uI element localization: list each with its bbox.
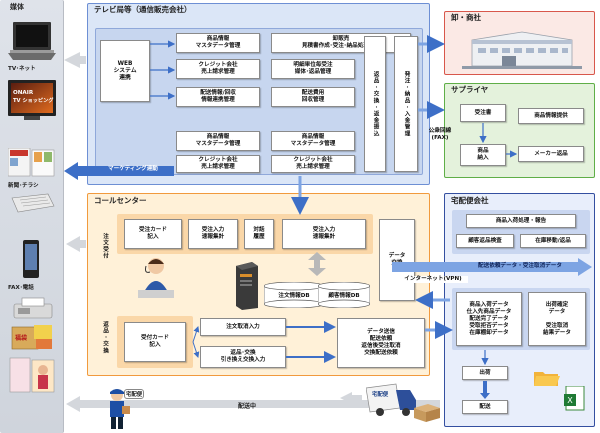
deliver-box: 配送 bbox=[462, 400, 508, 414]
data-list-box: 商品入荷データ 仕入先商品データ 配送完了データ 受取拒否データ 在庫棚卸データ bbox=[456, 292, 522, 346]
tv-credit-box-1: クレジット会社 売上請求管理 bbox=[176, 59, 260, 79]
supplier-receive-box: 受注書 bbox=[460, 104, 506, 122]
tv-station-title: テレビ局等（通信販売会社） bbox=[94, 5, 192, 14]
mobile-phone-icon bbox=[8, 238, 56, 280]
ship-box: 出荷 bbox=[462, 366, 508, 380]
supplier-panel bbox=[444, 83, 595, 178]
svg-text:X: X bbox=[567, 396, 573, 405]
request-arrow bbox=[392, 258, 592, 276]
in-transit-label: 配送中 bbox=[238, 403, 257, 410]
fax-icon bbox=[8, 296, 56, 320]
supplier-title: サプライヤ bbox=[451, 85, 489, 94]
ship-data-box: 出荷確定 データ 受注取消 結果データ bbox=[528, 292, 586, 346]
laptop-icon bbox=[8, 20, 56, 64]
truck-label: 宅配便 bbox=[372, 392, 389, 398]
tv-order-box: 発注･納品･入金管理 bbox=[394, 36, 418, 172]
tv-product-master-box: 商品情報 マスタデータ管理 bbox=[176, 33, 260, 53]
news-stack-icon bbox=[8, 192, 56, 214]
lucky-bag-icon bbox=[8, 323, 56, 351]
inspect-box: 顧客返品検査 bbox=[456, 234, 514, 248]
newspaper-icon bbox=[7, 147, 56, 178]
media-tv-net-label: TV･ネット bbox=[8, 66, 36, 72]
folder-icon bbox=[534, 368, 560, 388]
history-box: 対話 履歴 bbox=[244, 219, 274, 249]
order-card-box: 受注カード 記入 bbox=[124, 219, 182, 249]
web-system-box: WEB システム 連携 bbox=[100, 40, 150, 102]
tv-credit-box-2: クレジット会社 売上請求管理 bbox=[176, 155, 260, 173]
tv-shipping-cost-box: 配送費用 回収管理 bbox=[271, 87, 355, 107]
ship-down-arrow bbox=[480, 381, 490, 399]
building-icon bbox=[462, 26, 582, 72]
receive-proc-box: 商品入荷処理・報告 bbox=[466, 214, 576, 228]
sync-arrow-icon bbox=[308, 252, 326, 276]
tv-icon bbox=[8, 80, 56, 122]
public-line-label: 公衆回線 (FAX) bbox=[428, 128, 452, 141]
tv-product-master-box-2: 商品情報 マスタデータ管理 bbox=[176, 131, 260, 151]
supplier-product-info-box: 商品情報提供 bbox=[518, 108, 584, 124]
vpn-label: インターネット(VPN) bbox=[398, 276, 468, 283]
spreadsheet-icon: X bbox=[564, 385, 586, 412]
parcel-icon bbox=[414, 402, 440, 422]
media-title: 媒体 bbox=[10, 3, 24, 11]
customer-db-icon bbox=[317, 281, 371, 309]
lucky-bag-label: 福袋 bbox=[15, 335, 28, 342]
stock-move-box: 在庫移動/返品 bbox=[520, 234, 586, 248]
request-label: 配送依頼データ・受注取消データ bbox=[478, 263, 562, 269]
cancel-input-box: 注文取消入力 bbox=[200, 318, 286, 336]
order-input-box-2: 受注入力 速報集計 bbox=[282, 219, 366, 249]
onair-label-2: TV ショッピング bbox=[13, 98, 54, 104]
truck-icon bbox=[365, 382, 418, 418]
return-input-box: 返品･交換 引き換え交換入力 bbox=[200, 346, 286, 368]
receipt-card-box: 受付カード 記入 bbox=[124, 322, 186, 362]
order-receive-label: 注文受付 bbox=[102, 232, 108, 260]
wholesale-title: 卸・商社 bbox=[451, 13, 481, 22]
onair-label-1: ONAIR bbox=[13, 90, 34, 96]
supplier-delivery-box: 商品 納入 bbox=[460, 144, 506, 166]
operator-icon bbox=[136, 256, 176, 300]
order-input-box-1: 受注入力 速報集計 bbox=[188, 219, 238, 249]
tv-credit-box-3: クレジット会社 売上請求管理 bbox=[271, 155, 355, 173]
delivery-person-badge: 宅配便 bbox=[124, 389, 145, 399]
server-icon bbox=[232, 262, 260, 310]
tv-product-master-box-3: 商品情報 マスタデータ管理 bbox=[271, 131, 355, 151]
media-newspaper-label: 新聞･チラシ bbox=[8, 183, 39, 189]
supplier-maker-return-box: メーカー返品 bbox=[518, 146, 584, 162]
call-center-title: コールセンター bbox=[94, 196, 147, 205]
media-fax-phone-label: FAX･電話 bbox=[8, 285, 34, 291]
catalog-icon bbox=[8, 356, 56, 396]
customer-db-label: 顧客情報DB bbox=[328, 293, 360, 299]
data-send-box: データ送信 配送依頼 返信後受注取消 交換配送依頼 bbox=[337, 318, 425, 368]
delivery-person-icon bbox=[104, 388, 130, 430]
return-exchange-label: 返品･交換 bbox=[102, 320, 108, 354]
order-db-label: 注文情報DB bbox=[278, 293, 310, 299]
marketing-label: マーケティング連動 bbox=[108, 166, 158, 172]
marketing-arrow bbox=[64, 162, 174, 180]
tv-returns-box: 返品･交換･返金振込 bbox=[364, 36, 386, 172]
tv-order-detail-box: 明細単位毎受注 媒体･返品管理 bbox=[271, 59, 355, 79]
delivery-title: 宅配便会社 bbox=[451, 196, 489, 205]
tv-shipping-info-box: 配送情報/回収 情報連携管理 bbox=[176, 87, 260, 107]
